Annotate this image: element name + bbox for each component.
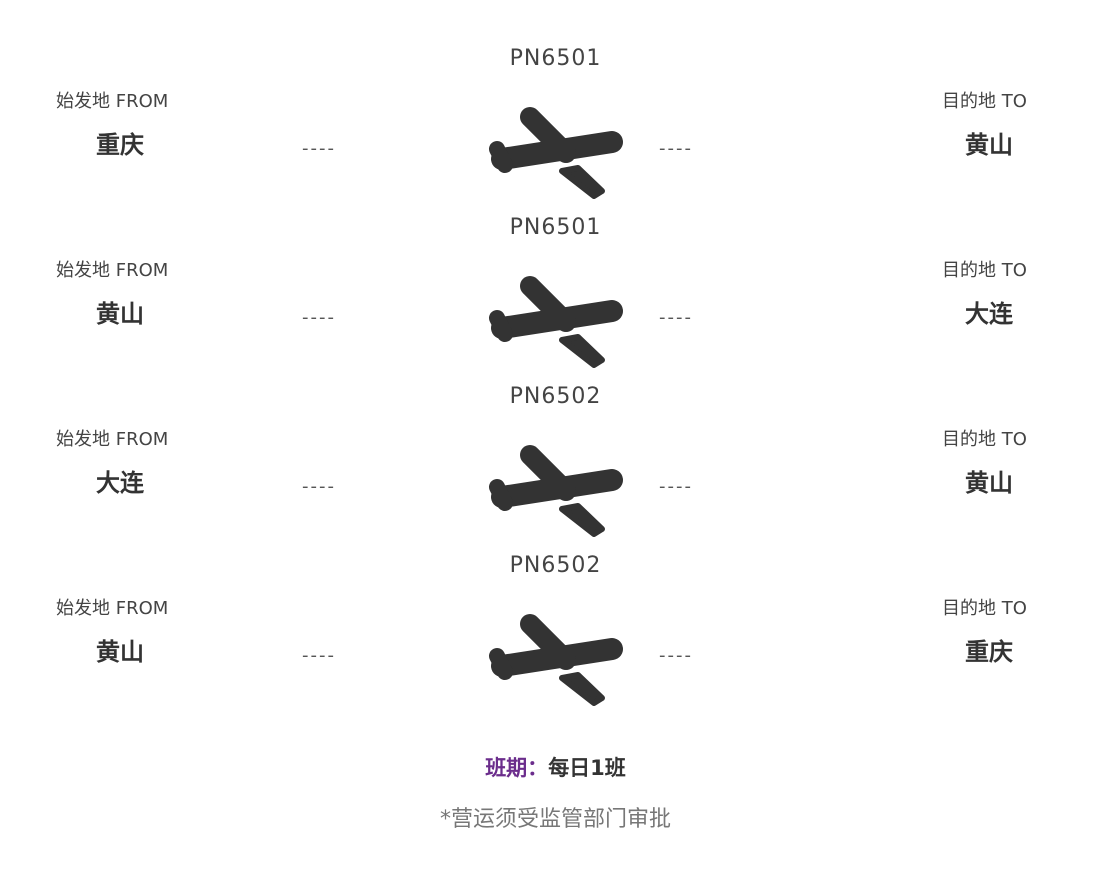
flight-code: PN6501 bbox=[509, 46, 602, 71]
to-city: 大连 bbox=[965, 300, 1013, 328]
dash-left: ---- bbox=[302, 138, 336, 159]
dash-left: ---- bbox=[302, 476, 336, 497]
airplane-icon bbox=[489, 445, 623, 537]
schedule: 班期：每日1班 bbox=[0, 752, 1111, 782]
from-label: 始发地 FROM bbox=[56, 429, 169, 450]
from-label: 始发地 FROM bbox=[56, 598, 169, 619]
from-city: 重庆 bbox=[96, 131, 144, 159]
to-city: 重庆 bbox=[965, 638, 1013, 666]
flight-code: PN6502 bbox=[509, 384, 602, 409]
from-label: 始发地 FROM bbox=[56, 260, 169, 281]
airplane-icon bbox=[489, 614, 623, 706]
flight-route: PN6502 始发地 FROM 大连 ---- ---- 目的地 TO 黄山 bbox=[0, 350, 1111, 537]
flight-code: PN6502 bbox=[509, 553, 602, 578]
schedule-value: 每日1班 bbox=[548, 756, 626, 780]
to-label: 目的地 TO bbox=[942, 260, 1027, 281]
to-city: 黄山 bbox=[965, 469, 1013, 497]
to-city: 黄山 bbox=[965, 131, 1013, 159]
dash-right: ---- bbox=[659, 307, 693, 328]
from-city: 黄山 bbox=[96, 638, 144, 666]
to-label: 目的地 TO bbox=[942, 91, 1027, 112]
flight-route: PN6501 始发地 FROM 重庆 ---- ---- 目的地 TO 黄山 bbox=[0, 12, 1111, 199]
dash-left: ---- bbox=[302, 645, 336, 666]
dash-right: ---- bbox=[659, 138, 693, 159]
to-label: 目的地 TO bbox=[942, 598, 1027, 619]
airplane-icon bbox=[489, 107, 623, 199]
from-city: 黄山 bbox=[96, 300, 144, 328]
flight-route: PN6502 始发地 FROM 黄山 ---- ---- 目的地 TO 重庆 bbox=[0, 519, 1111, 706]
from-label: 始发地 FROM bbox=[56, 91, 169, 112]
flight-route: PN6501 始发地 FROM 黄山 ---- ---- 目的地 TO 大连 bbox=[0, 181, 1111, 368]
dash-right: ---- bbox=[659, 645, 693, 666]
airplane-icon bbox=[489, 276, 623, 368]
to-label: 目的地 TO bbox=[942, 429, 1027, 450]
dash-left: ---- bbox=[302, 307, 336, 328]
schedule-label: 班期： bbox=[485, 756, 549, 780]
dash-right: ---- bbox=[659, 476, 693, 497]
flight-code: PN6501 bbox=[509, 215, 602, 240]
approval-note: *营运须受监管部门审批 bbox=[439, 807, 671, 832]
from-city: 大连 bbox=[96, 469, 144, 497]
